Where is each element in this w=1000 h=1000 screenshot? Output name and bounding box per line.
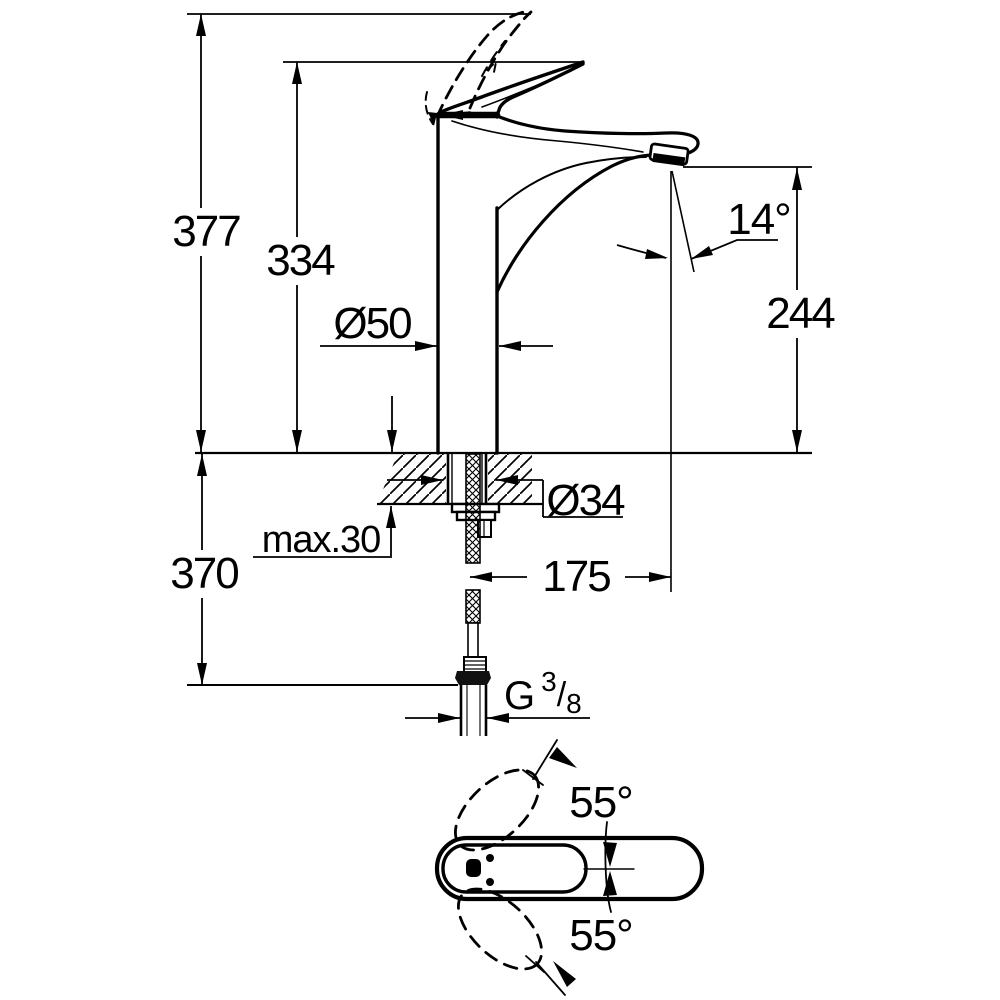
countertop-section xyxy=(377,453,543,506)
thread-slash: / xyxy=(556,676,567,714)
aerator xyxy=(648,142,690,167)
dim-label-thread-size: G 3 / 8 xyxy=(504,666,582,719)
dimension-arrowheads xyxy=(196,14,802,723)
dim-label-spout-reach: 175 xyxy=(527,553,625,601)
dim-label-swivel-bottom: 55° xyxy=(569,911,634,960)
lever-raised-dashed xyxy=(424,9,533,126)
dim-label-total-height: 377 xyxy=(158,208,254,256)
supply-hose xyxy=(455,453,491,685)
dimension-lines xyxy=(187,13,812,719)
swivel-leader-bottom xyxy=(535,961,566,996)
hot-dot xyxy=(486,854,494,862)
handle-top-view xyxy=(434,739,705,996)
swivel-leader-top xyxy=(532,739,558,780)
spout-contour-line xyxy=(451,120,644,153)
spout-underside-sweep xyxy=(495,153,657,294)
dim-label-hose-length: 370 xyxy=(155,550,253,598)
dim-label-lever-height: 334 xyxy=(251,237,349,285)
thread-letter: G xyxy=(504,674,536,718)
thread-denominator: 8 xyxy=(566,688,582,719)
handle-indicator-mark xyxy=(466,859,481,877)
swing-arc-arrowhead xyxy=(428,112,437,126)
dim-label-max-thickness: max.30 xyxy=(261,519,382,561)
hose-nut xyxy=(455,671,491,685)
dim-label-spout-angle: 14° xyxy=(727,195,792,244)
handle-plan-outline xyxy=(434,835,705,902)
stream-angle-line xyxy=(671,170,695,273)
spout-top-edge xyxy=(495,114,700,159)
spout-inner-crease xyxy=(496,156,647,211)
cold-dot xyxy=(486,878,494,886)
under-counter-assembly xyxy=(446,453,501,736)
dim-label-hole-diameter: Ø34 xyxy=(546,476,625,525)
thread-tube xyxy=(459,685,488,736)
dim-label-swivel-top: 55° xyxy=(569,778,634,827)
dia34-leader xyxy=(387,479,623,518)
dim-label-body-diameter: Ø50 xyxy=(333,299,412,348)
lever-swing-arrowhead xyxy=(441,110,463,120)
swivel-arc xyxy=(604,821,612,913)
faucet-side-view xyxy=(424,9,700,455)
dim-label-outlet-height: 244 xyxy=(751,290,849,338)
lever-inner-line xyxy=(481,70,572,108)
thread-numerator: 3 xyxy=(541,666,557,697)
